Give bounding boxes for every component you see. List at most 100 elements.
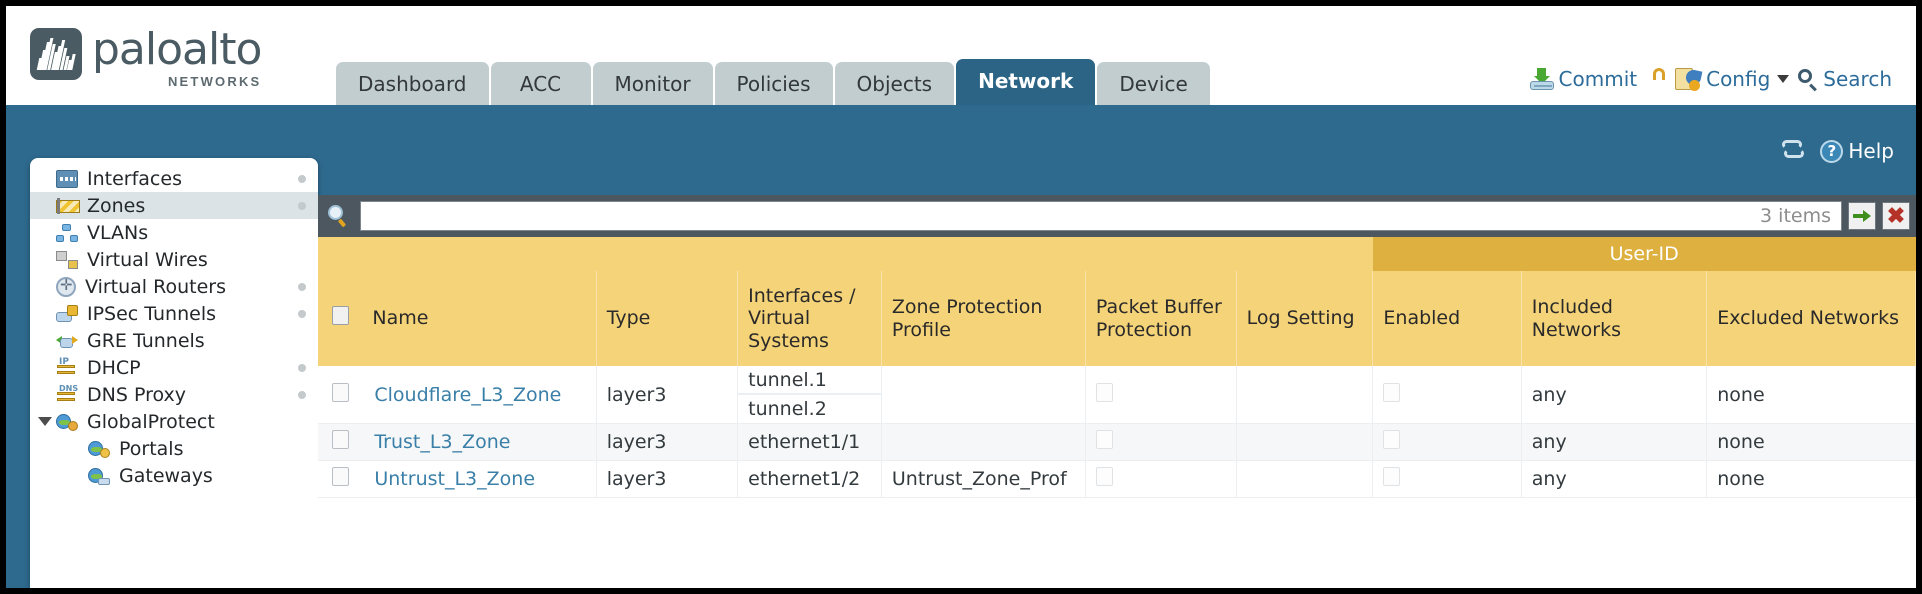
brand-name: paloalto — [92, 24, 262, 75]
table-row-continuation[interactable]: tunnel.2 — [318, 394, 1916, 424]
virtual-wires-icon — [56, 250, 78, 269]
cell-interfaces: ethernet1/1 — [737, 423, 882, 461]
cell-packet-buffer-protection[interactable] — [1085, 366, 1237, 424]
cell-log-setting — [1236, 460, 1374, 498]
config-label: Config — [1706, 67, 1771, 91]
interface-entry: tunnel.2 — [748, 398, 827, 420]
row-checkbox[interactable] — [332, 467, 349, 486]
sidebar-item-label: Virtual Wires — [87, 248, 208, 271]
column-header-packet-buffer-protection[interactable]: Packet Buffer Protection — [1085, 271, 1237, 366]
column-header-included-networks[interactable]: Included Networks — [1521, 271, 1708, 366]
unlock-button[interactable] — [1646, 68, 1666, 245]
apply-filter-button[interactable] — [1848, 202, 1876, 230]
filter-input[interactable]: 3 items — [360, 201, 1842, 231]
ipsec-tunnels-icon — [56, 304, 78, 323]
row-checkbox[interactable] — [332, 430, 349, 449]
sidebar-item-zones[interactable]: Zones — [30, 192, 318, 219]
packet-buffer-checkbox[interactable] — [1095, 382, 1113, 402]
nav-tab-objects[interactable]: Objects — [834, 62, 955, 105]
refresh-icon[interactable] — [1782, 140, 1806, 162]
packet-buffer-checkbox[interactable] — [1095, 430, 1113, 449]
config-wrench-icon — [1675, 67, 1703, 91]
enabled-checkbox[interactable] — [1383, 430, 1401, 449]
clear-filter-button[interactable]: ✖ — [1882, 202, 1910, 230]
dns-proxy-icon: DNS — [56, 384, 78, 404]
row-select-cell[interactable] — [318, 460, 365, 498]
cell-name[interactable]: Untrust_L3_Zone — [364, 460, 597, 498]
sidebar-item-virtual-routers[interactable]: Virtual Routers — [30, 273, 318, 300]
column-header-log-setting[interactable]: Log Setting — [1236, 271, 1374, 366]
cell-enabled[interactable] — [1372, 366, 1522, 424]
nav-tab-dashboard[interactable]: Dashboard — [336, 62, 489, 105]
column-header-name[interactable]: Name — [364, 271, 597, 366]
item-count: 3 items — [1760, 205, 1831, 227]
cell-packet-buffer-protection[interactable] — [1085, 460, 1237, 498]
status-dot — [298, 364, 306, 372]
config-menu[interactable]: Config — [1675, 67, 1790, 91]
cell-included-networks: any — [1521, 366, 1708, 424]
sidebar-item-ipsec-tunnels[interactable]: IPSec Tunnels — [30, 300, 318, 327]
help-link[interactable]: ? Help — [1820, 139, 1894, 163]
column-header-excluded-networks[interactable]: Excluded Networks — [1706, 271, 1916, 366]
column-header-type[interactable]: Type — [596, 271, 739, 366]
palo-alto-logo: paloalto NETWORKS — [30, 24, 262, 89]
context-banner: ? Help — [6, 105, 1916, 170]
row-select-cell[interactable] — [318, 366, 365, 424]
nav-tab-policies[interactable]: Policies — [714, 62, 833, 105]
select-all-checkbox[interactable] — [332, 306, 349, 326]
nav-tab-device[interactable]: Device — [1097, 62, 1210, 105]
cell-interfaces: tunnel.2 — [737, 394, 882, 424]
cell-name[interactable]: Cloudflare_L3_Zone — [364, 366, 597, 424]
commit-button[interactable]: Commit — [1529, 67, 1637, 91]
enabled-checkbox[interactable] — [1383, 467, 1401, 486]
select-all-header[interactable] — [318, 271, 365, 366]
group-header-user-id: User-ID — [1372, 237, 1916, 271]
commit-icon — [1529, 68, 1554, 90]
cell-enabled[interactable] — [1372, 460, 1522, 498]
column-header-zone-protection-profile[interactable]: Zone Protection Profile — [881, 271, 1086, 366]
logo-mark-icon — [30, 28, 82, 80]
apply-filter-arrow-icon — [1853, 210, 1871, 222]
sidebar-item-label: DHCP — [87, 356, 141, 379]
row-checkbox[interactable] — [332, 382, 349, 402]
packet-buffer-checkbox[interactable] — [1095, 467, 1113, 486]
sidebar-item-vlans[interactable]: VLANs — [30, 219, 318, 246]
zone-name-link[interactable]: Untrust_L3_Zone — [374, 468, 536, 490]
status-dot — [298, 310, 306, 318]
row-select-cell[interactable] — [318, 423, 365, 461]
sidebar-item-portals[interactable]: Portals — [30, 435, 318, 462]
cell-packet-buffer-protection[interactable] — [1085, 423, 1237, 461]
sidebar-item-label: GRE Tunnels — [87, 329, 205, 352]
cell-excluded-networks: none — [1706, 460, 1916, 498]
sidebar-item-globalprotect[interactable]: GlobalProtect — [30, 408, 318, 435]
clear-filter-x-icon: ✖ — [1886, 203, 1906, 228]
brand-tagline: NETWORKS — [167, 74, 262, 89]
sidebar-item-virtual-wires[interactable]: Virtual Wires — [30, 246, 318, 273]
nav-tab-network[interactable]: Network — [956, 59, 1096, 105]
chevron-down-icon[interactable] — [38, 417, 52, 426]
cell-zone-protection-profile: Untrust_Zone_Prof — [881, 460, 1086, 498]
nav-tab-acc[interactable]: ACC — [490, 62, 591, 105]
zone-name-link[interactable]: Cloudflare_L3_Zone — [374, 383, 562, 406]
zone-name-link[interactable]: Trust_L3_Zone — [374, 431, 511, 453]
column-header-enabled[interactable]: Enabled — [1372, 271, 1522, 366]
search-button[interactable]: Search — [1798, 67, 1892, 92]
enabled-checkbox[interactable] — [1383, 382, 1401, 402]
sidebar-item-gre-tunnels[interactable]: GRE Tunnels — [30, 327, 318, 354]
nav-tab-monitor[interactable]: Monitor — [592, 62, 713, 105]
sidebar-item-gateways[interactable]: Gateways — [30, 462, 318, 489]
cell-name[interactable]: Trust_L3_Zone — [364, 423, 597, 461]
status-dot — [298, 283, 306, 291]
sidebar-item-interfaces[interactable]: Interfaces — [30, 165, 318, 192]
cell-interfaces: ethernet1/2 — [737, 460, 882, 498]
cell-enabled[interactable] — [1372, 423, 1522, 461]
column-header-interfaces-virtual-systems[interactable]: Interfaces / Virtual Systems — [737, 271, 882, 366]
